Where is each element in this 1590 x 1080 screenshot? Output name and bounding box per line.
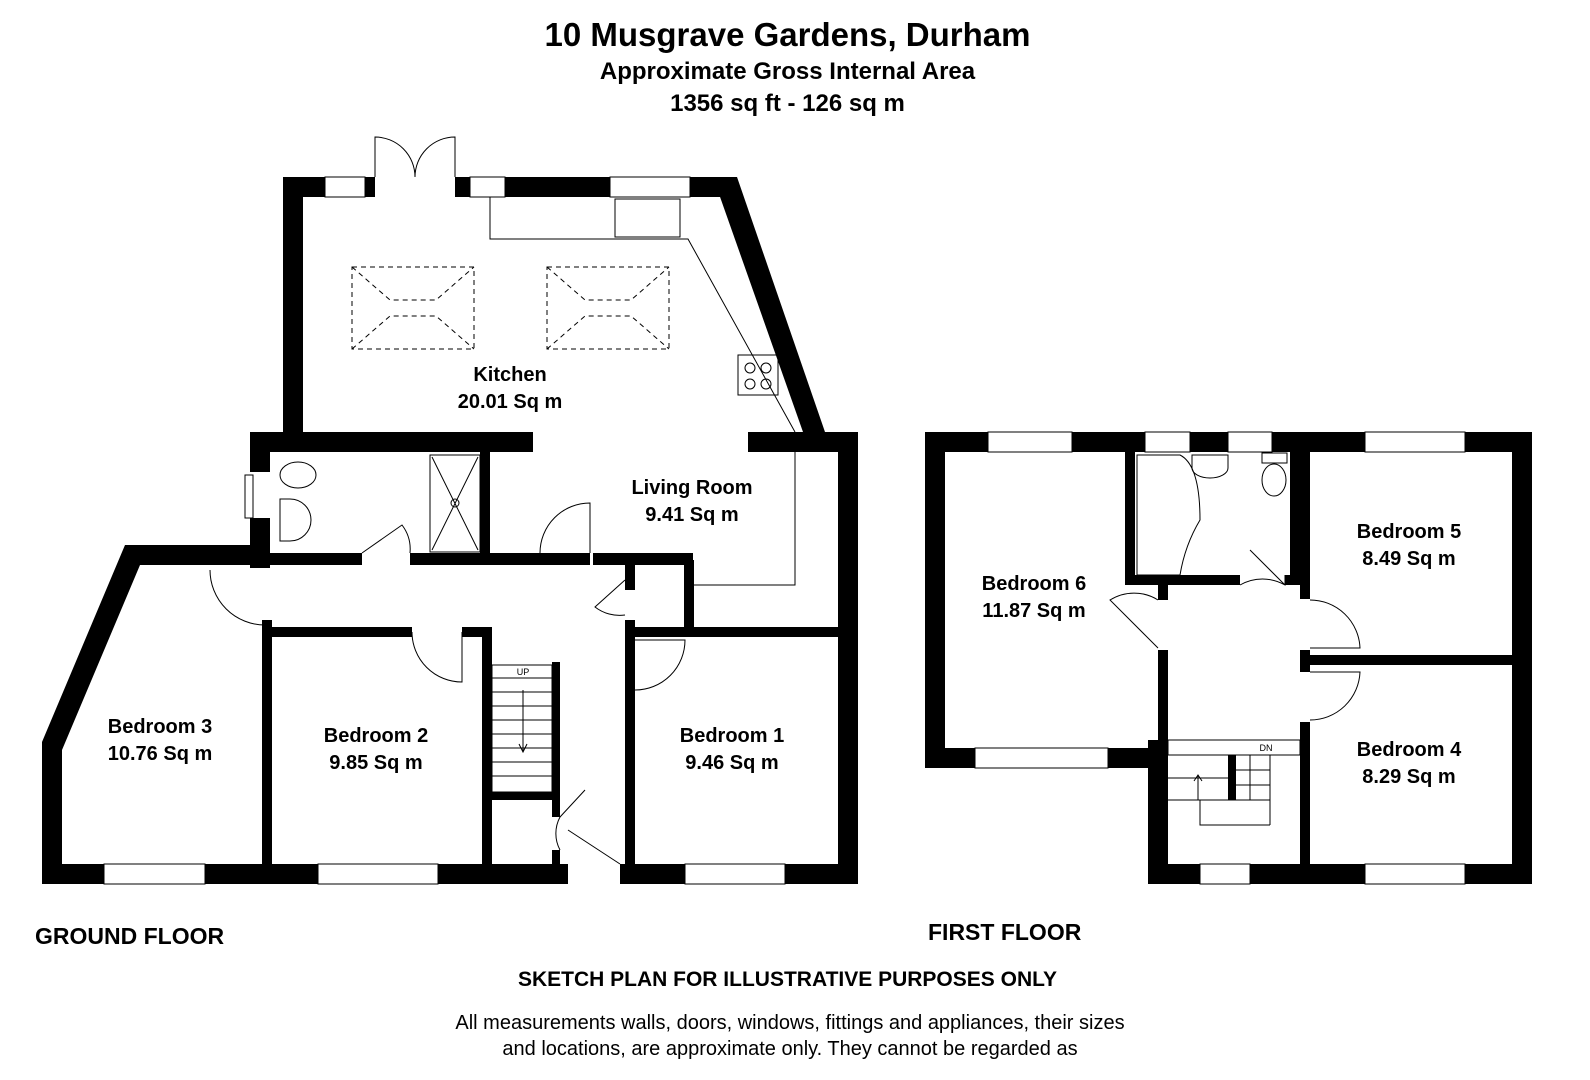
- first-floor-walls: [925, 432, 1532, 884]
- room-area: 8.29 Sq m: [1362, 766, 1456, 788]
- room-bedroom-3: Bedroom 3 10.76 Sq m: [108, 714, 213, 768]
- ground-floor-label: GROUND FLOOR: [35, 923, 225, 949]
- plan-area: 1356 sq ft - 126 sq m: [670, 90, 905, 117]
- room-name: Living Room: [631, 477, 753, 499]
- room-area: 11.87 Sq m: [982, 600, 1086, 622]
- room-area: 10.76 Sq m: [107, 743, 213, 765]
- room-name: Bedroom 1: [679, 725, 785, 747]
- room-bedroom-1: Bedroom 1 9.46 Sq m: [680, 723, 784, 777]
- room-area: 9.46 Sq m: [685, 752, 779, 774]
- stairs-down-label: DN: [1260, 743, 1273, 753]
- room-area: 9.85 Sq m: [329, 752, 423, 774]
- room-bedroom-5: Bedroom 5 8.49 Sq m: [1357, 519, 1461, 573]
- room-name: Bedroom 4: [1356, 739, 1462, 761]
- room-name: Kitchen: [473, 364, 547, 386]
- first-floor-fixtures: [974, 431, 1466, 885]
- room-area: 20.01 Sq m: [457, 391, 563, 413]
- plan-title: 10 Musgrave Gardens, Durham: [544, 16, 1031, 53]
- room-living-room: Living Room 9.41 Sq m: [631, 475, 752, 529]
- room-name: Bedroom 3: [107, 716, 213, 738]
- room-name: Bedroom 2: [323, 725, 429, 747]
- ground-floor-fixtures: [103, 136, 796, 885]
- sketch-notice: SKETCH PLAN FOR ILLUSTRATIVE PURPOSES ON…: [517, 968, 1058, 991]
- plan-subtitle: Approximate Gross Internal Area: [599, 58, 976, 85]
- first-floor-label: FIRST FLOOR: [928, 919, 1082, 945]
- room-name: Bedroom 5: [1356, 521, 1462, 543]
- room-bedroom-2: Bedroom 2 9.85 Sq m: [324, 723, 428, 777]
- room-area: 8.49 Sq m: [1362, 548, 1456, 570]
- room-area: 9.41 Sq m: [645, 504, 739, 526]
- room-name: Bedroom 6: [981, 573, 1087, 595]
- disclaimer-text: All measurements walls, doors, windows, …: [455, 1012, 1125, 1060]
- ground-floor-walls: [42, 177, 858, 884]
- room-bedroom-4: Bedroom 4 8.29 Sq m: [1357, 737, 1461, 791]
- room-bedroom-6: Bedroom 6 11.87 Sq m: [982, 571, 1086, 625]
- stairs-up-label: UP: [517, 667, 530, 677]
- room-kitchen: Kitchen 20.01 Sq m: [458, 362, 563, 416]
